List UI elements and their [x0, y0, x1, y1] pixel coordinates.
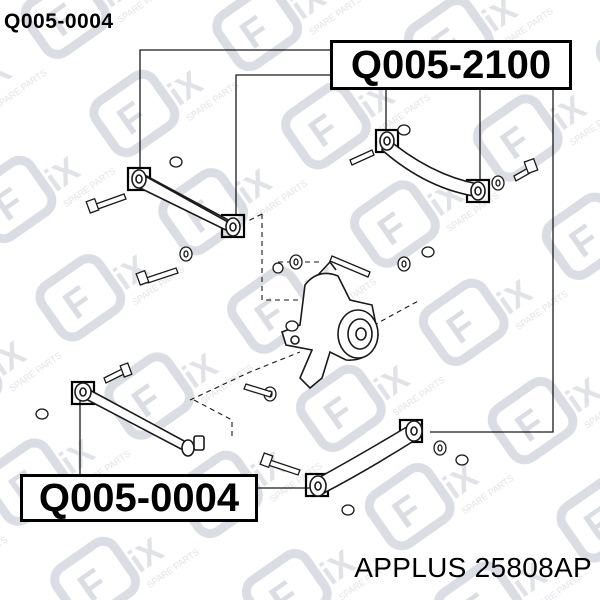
leader-lines	[79, 49, 554, 489]
part-number-box-upper-arm: Q005-2100	[330, 40, 572, 90]
upper-left-control-arm	[131, 169, 241, 237]
fasteners	[35, 124, 539, 516]
upper-right-control-arm	[379, 131, 486, 201]
part-number-box-lower-arm: Q005-0004	[20, 474, 258, 522]
lower-left-link-rod	[74, 382, 205, 457]
wheel-knuckle-hub	[281, 260, 379, 390]
brand-part-caption: APPLUS 25808AP	[354, 552, 592, 583]
part-number-reference-top: Q005-0004	[4, 10, 114, 33]
lower-right-control-arm	[309, 420, 423, 497]
